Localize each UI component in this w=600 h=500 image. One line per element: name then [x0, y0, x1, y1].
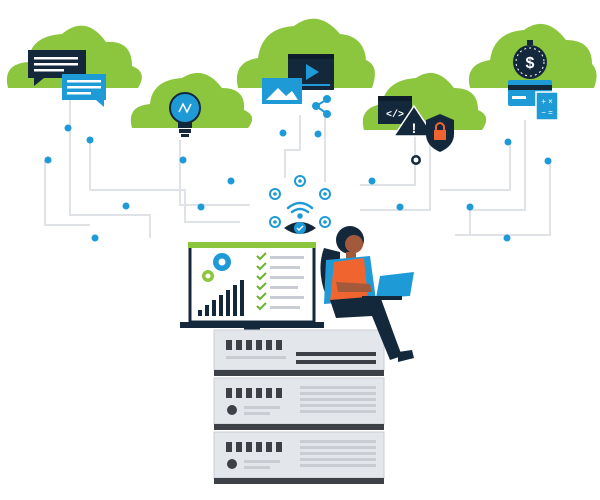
- network-node: [504, 138, 512, 146]
- network-node: [544, 157, 552, 165]
- lock-shield-icon: [426, 114, 454, 152]
- network-node: [466, 203, 474, 211]
- network-node: [227, 177, 235, 185]
- network-node: [86, 136, 94, 144]
- bar-chart-icon: [198, 280, 244, 316]
- network-node: [413, 157, 419, 163]
- network-node: [503, 234, 511, 242]
- code-window-icon: </>: [378, 96, 412, 124]
- lightbulb-icon: [169, 92, 201, 137]
- eye-check-icon: [284, 222, 316, 234]
- warning-icon: !: [392, 104, 436, 137]
- checklist-icon: [256, 252, 304, 311]
- network-node: [279, 129, 287, 137]
- network-node: [44, 156, 52, 164]
- cloud-lightbulb: [130, 72, 253, 137]
- network-node: [91, 234, 99, 242]
- server-rack-icon: [213, 329, 385, 484]
- code-symbol: </>: [386, 109, 404, 121]
- wifi-icon: [286, 201, 314, 219]
- network-node: [197, 203, 205, 211]
- dollar-clock-icon: $: [513, 40, 547, 79]
- calculator-icon: + × − =: [535, 91, 559, 121]
- network-nodes: [44, 124, 552, 242]
- image-icon: [262, 78, 302, 104]
- chat-bubbles-icon: [28, 50, 106, 107]
- network-node: [64, 124, 72, 132]
- dollar-symbol: $: [526, 55, 535, 72]
- network-node: [396, 203, 404, 211]
- network-node: [314, 130, 322, 138]
- network-node: [179, 156, 187, 164]
- monitor-dashboard: [180, 242, 324, 331]
- gear-icon: [202, 253, 231, 282]
- cloud-chat: [6, 25, 142, 107]
- share-icon: [312, 95, 331, 118]
- warning-symbol: !: [412, 120, 417, 136]
- network-node: [368, 177, 376, 185]
- cloud-media: [236, 18, 375, 118]
- cloud-security: </> !: [362, 72, 487, 152]
- person-with-laptop: [320, 226, 414, 362]
- svg-text:+ ×: + ×: [541, 97, 553, 106]
- laptop-icon: [362, 272, 414, 300]
- cloud-finance: $ + × − =: [468, 23, 597, 121]
- svg-text:− =: − =: [541, 108, 553, 117]
- network-node: [122, 202, 130, 210]
